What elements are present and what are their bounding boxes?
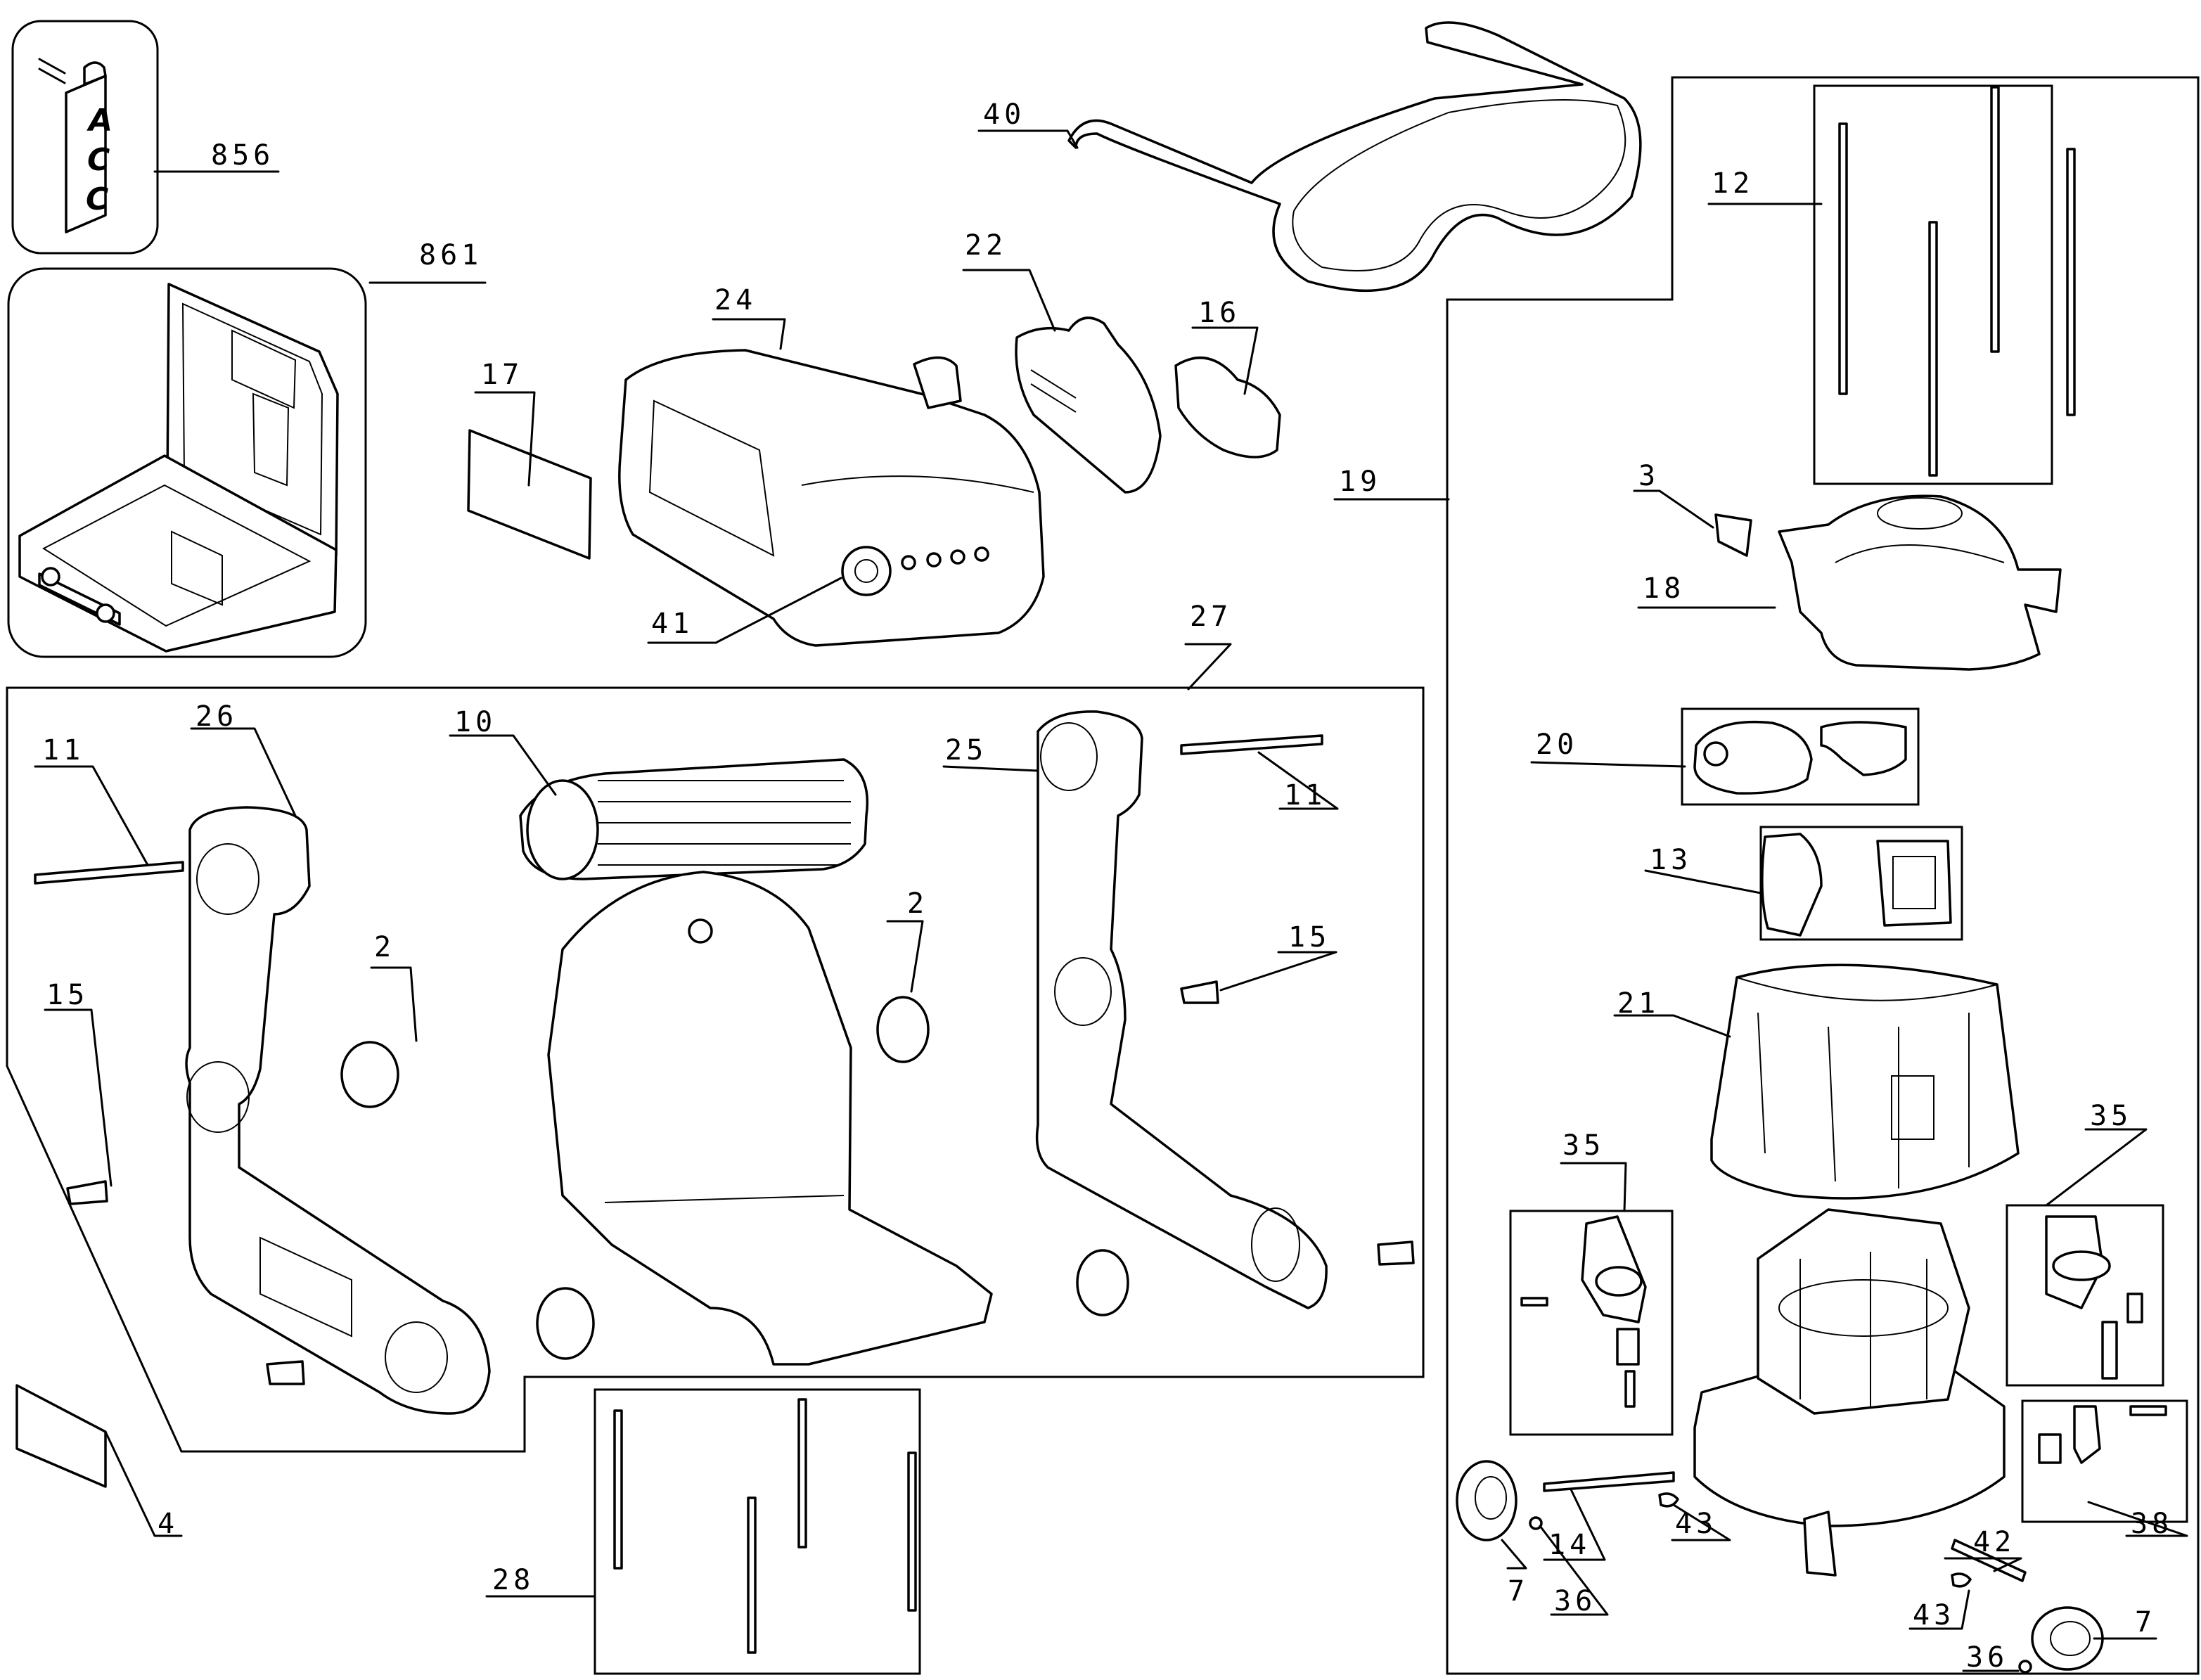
- label-2a: 2: [374, 931, 395, 963]
- lens-16-icon: [1174, 357, 1281, 459]
- label-43b: 43: [1913, 1599, 1955, 1631]
- label-41: 41: [651, 608, 693, 640]
- label-42: 42: [1973, 1526, 2015, 1558]
- box-861: [7, 267, 367, 658]
- label-18: 18: [1643, 572, 1685, 605]
- acc-tag-icon: A C C: [38, 58, 113, 233]
- label-38: 38: [2131, 1508, 2173, 1540]
- label-25: 25: [945, 734, 987, 767]
- tag-letter-c1: C: [87, 142, 110, 178]
- box-38: [2021, 1399, 2188, 1523]
- box-12: [1813, 84, 2053, 485]
- label-43a: 43: [1675, 1508, 1717, 1540]
- label-16: 16: [1198, 297, 1240, 329]
- rotor-head-18-icon: [1778, 494, 2062, 671]
- knob-7b-icon: [2031, 1606, 2104, 1671]
- box-856: [11, 20, 159, 255]
- label-7a: 7: [1508, 1575, 1529, 1608]
- pins-12-icon: [1838, 86, 2076, 477]
- label-36b: 36: [1966, 1641, 2008, 1674]
- screw-15a-icon: [66, 1180, 108, 1205]
- label-856: 856: [211, 139, 274, 172]
- grip-10-icon: [519, 758, 869, 880]
- screw-15b-icon: [1180, 980, 1219, 1004]
- label-11a: 11: [42, 734, 84, 767]
- vial-35b-icon: [2045, 1215, 2143, 1380]
- tag-letter-a: A: [86, 103, 113, 139]
- label-sticker-17-icon: [467, 429, 592, 560]
- label-7b: 7: [2135, 1606, 2156, 1639]
- label-15b: 15: [1288, 921, 1330, 954]
- label-35b: 35: [2090, 1100, 2132, 1132]
- rotor-20-icon: [1693, 720, 1907, 795]
- box-35a: [1509, 1210, 1674, 1436]
- vial-35a-icon: [1520, 1215, 1647, 1408]
- label-10: 10: [454, 706, 496, 738]
- clip-43a-icon: [1658, 1492, 1679, 1508]
- seals-13-icon: [1761, 833, 1952, 937]
- label-24: 24: [714, 284, 757, 316]
- tag-letter-c2: C: [86, 181, 108, 217]
- label-22: 22: [965, 229, 1007, 262]
- screw-11a-icon: [34, 861, 184, 885]
- screw-bottom-icon: [266, 1360, 305, 1385]
- label-3: 3: [1638, 460, 1660, 492]
- label-40: 40: [983, 98, 1025, 131]
- box-28: [593, 1388, 921, 1675]
- carry-case-icon: [18, 283, 339, 653]
- leg-26-icon: [185, 806, 491, 1415]
- bracket-plate-icon: [547, 871, 993, 1366]
- label-27: 27: [1190, 601, 1232, 633]
- label-20: 20: [1536, 729, 1578, 761]
- label-12: 12: [1712, 167, 1754, 200]
- base-assembly-icon: [1693, 1208, 2006, 1577]
- label-26: 26: [195, 700, 238, 733]
- label-4: 4: [158, 1508, 179, 1540]
- ball-36b-icon: [2018, 1660, 2032, 1674]
- safety-glasses-icon: [1067, 21, 1642, 293]
- laser-housing-icon: [618, 349, 1045, 647]
- screw-right-icon: [1377, 1240, 1415, 1266]
- knob-7a-icon: [1456, 1460, 1517, 1541]
- box-13: [1759, 826, 1963, 941]
- box-35b: [2006, 1204, 2164, 1387]
- shaft-42-icon: [1951, 1539, 2027, 1582]
- label-17: 17: [481, 359, 523, 391]
- label-21: 21: [1617, 987, 1660, 1020]
- clip-43b-icon: [1951, 1572, 1972, 1588]
- screw-11b-icon: [1180, 734, 1323, 755]
- leader-lines: [34, 129, 2188, 1672]
- label-11b: 11: [1284, 779, 1326, 812]
- label-35a: 35: [1562, 1129, 1605, 1162]
- label-2b: 2: [907, 887, 928, 920]
- vial-38-icon: [2038, 1405, 2167, 1464]
- clip-3-icon: [1714, 513, 1752, 557]
- box-27: [6, 686, 1425, 1453]
- label-28: 28: [492, 1564, 534, 1596]
- bushings-2-icon: [340, 996, 1129, 1360]
- collar-21-icon: [1710, 963, 2020, 1200]
- window-plate-icon: [1015, 316, 1162, 494]
- screws-28-icon: [613, 1398, 917, 1654]
- ball-36a-icon: [1529, 1516, 1543, 1530]
- label-19: 19: [1339, 466, 1381, 498]
- box-19: [1446, 76, 2200, 1675]
- label-13: 13: [1650, 844, 1692, 876]
- box-20: [1681, 707, 1920, 806]
- leg-25-icon: [1035, 710, 1328, 1309]
- label-sticker-4-icon: [15, 1384, 107, 1488]
- label-861: 861: [419, 239, 482, 271]
- label-14: 14: [1548, 1529, 1591, 1561]
- label-36a: 36: [1554, 1585, 1596, 1617]
- label-15a: 15: [46, 979, 89, 1011]
- shaft-14-icon: [1543, 1471, 1675, 1492]
